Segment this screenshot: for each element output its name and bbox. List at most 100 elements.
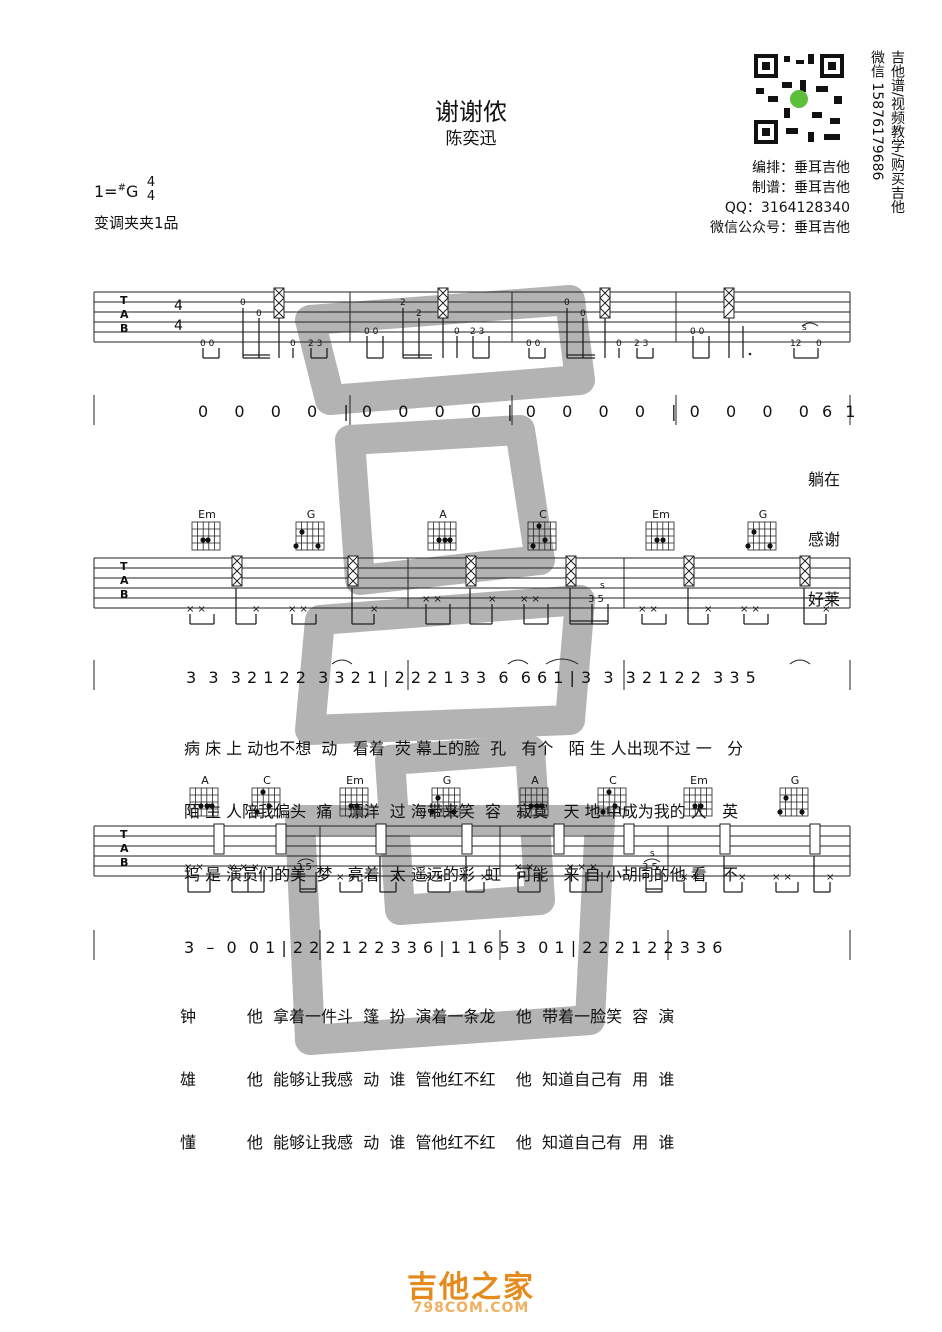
svg-text:×: × <box>826 872 834 883</box>
tab-time-bottom: 4 <box>174 318 183 334</box>
vertical-wechat: 微信 15876179686 <box>869 50 885 181</box>
time-signature: 4 4 <box>144 176 158 204</box>
tab-letters-3: T A B <box>120 828 129 870</box>
svg-text:×: × <box>738 872 746 883</box>
svg-text:0: 0 <box>580 309 586 319</box>
svg-text:× ×: × × <box>422 594 442 605</box>
svg-text:0 0: 0 0 <box>526 339 541 349</box>
chord-label: A <box>531 774 539 787</box>
credit-arranger: 编排：垂耳吉他 <box>752 160 850 176</box>
credit-transcriber: 制谱：垂耳吉他 <box>752 180 850 196</box>
tab-letter-b: B <box>120 856 129 869</box>
tab-letter-t: T <box>120 560 128 573</box>
vertical-services-text: 吉他谱/视频教学/购买吉他 <box>889 50 905 214</box>
vertical-services: 吉他谱/视频教学/购买吉他 <box>888 50 906 213</box>
key-prefix: 1= <box>94 182 118 201</box>
footer-url: 798COM.COM <box>412 1300 530 1316</box>
tab-time-top: 4 <box>174 298 183 314</box>
credit-qq: QQ：3164128340 <box>724 200 850 216</box>
tab-time-signature: 4 4 <box>174 296 183 336</box>
time-bottom: 4 <box>146 189 156 204</box>
svg-text:× ×: × × <box>288 604 308 615</box>
lyric-line-3-1: 钟 他 拿着一件斗 篷 扮 演着一条龙 他 带着一脸笑 容 演 <box>180 1007 675 1026</box>
svg-text:×: × <box>488 594 496 605</box>
chord-label: A <box>439 508 447 521</box>
chord-label: C <box>263 774 271 787</box>
svg-text:s: s <box>650 849 655 859</box>
svg-text:2 3: 2 3 <box>308 339 322 349</box>
svg-text:0: 0 <box>256 309 262 319</box>
numbered-notation-1: 0 0 0 0 | 0 0 0 0 | 0 0 0 0 | 0 0 0 0 6 … <box>198 402 856 421</box>
time-top: 4 <box>146 175 156 190</box>
svg-text:×: × <box>822 604 830 615</box>
chord-label: Em <box>652 508 670 521</box>
svg-text:× ×: × × <box>772 872 792 883</box>
svg-text:2: 2 <box>416 309 422 319</box>
svg-text:×: × <box>252 604 260 615</box>
svg-text:× ×: × × <box>638 604 658 615</box>
chord-label: C <box>539 508 547 521</box>
lyric-line-3-3: 懂 他 能够让我感 动 谁 管他红不红 他 知道自己有 用 谁 <box>180 1133 675 1152</box>
tab-letter-a: A <box>120 842 129 855</box>
svg-text:2 3: 2 3 <box>634 339 648 349</box>
svg-text:×: × <box>480 872 488 883</box>
song-title: 谢谢侬 <box>435 98 507 126</box>
key-note: G <box>125 182 139 201</box>
lyric-line-3-2: 雄 他 能够让我感 动 谁 管他红不红 他 知道自己有 用 谁 <box>180 1070 675 1089</box>
svg-text:s: s <box>802 323 807 333</box>
svg-text:×: × <box>392 872 400 883</box>
watermark-logo <box>285 285 615 1055</box>
svg-text:× ×: × × <box>520 594 540 605</box>
tab-letter-t: T <box>120 828 128 841</box>
chord-label: A <box>201 774 209 787</box>
svg-text:0 0: 0 0 <box>690 327 705 337</box>
qr-code <box>752 52 846 146</box>
lyric-line-1-2: 感谢 <box>808 530 841 549</box>
svg-text:× ×: × × <box>740 604 760 615</box>
credit-wechat-account: 微信公众号：垂耳吉他 <box>710 220 850 236</box>
chord-label: G <box>758 508 768 521</box>
chord-label: Em <box>346 774 364 787</box>
svg-text:0: 0 <box>290 339 296 349</box>
svg-text:0 0: 0 0 <box>200 339 215 349</box>
tab-letters-2: T A B <box>120 560 129 602</box>
chord-label: C <box>609 774 617 787</box>
chord-label: G <box>790 774 800 787</box>
svg-text:× ×: × × <box>336 872 356 883</box>
lyrics-3: 钟 他 拿着一件斗 篷 扮 演着一条龙 他 带着一脸笑 容 演 雄 他 能够让我… <box>180 964 674 1174</box>
tab-letter-b: B <box>120 588 129 601</box>
tab-letter-a: A <box>120 308 129 321</box>
svg-text:3 5: 3 5 <box>296 862 312 873</box>
chord-label: G <box>442 774 452 787</box>
key-signature: 1=#G <box>94 182 138 201</box>
lyrics-1: 躺在 感谢 好莱 <box>808 430 840 630</box>
svg-text:2: 2 <box>400 298 406 308</box>
svg-text:× ×: × × <box>680 872 700 883</box>
lyric-line-2-1: 病 床 上 动也不想 动 看着 荧 幕上的脸 孔 有个 陌 生 人出现不过 一 … <box>184 739 744 758</box>
svg-text:0: 0 <box>816 339 822 349</box>
lyric-line-1-3: 好莱 <box>808 590 841 609</box>
svg-text:× × ×: × × × <box>228 862 260 873</box>
numbered-notation-2: 3 3 3 2 1 2 2 3 3 2 1 | 2 2 2 1 3 3 6 6 … <box>186 668 756 687</box>
vertical-contact: 微信 15876179686 <box>868 50 886 180</box>
numbered-notation-3: 3 – 0 0 1 | 2 2 2 1 2 2 3 3 6 | 1 1 6 5 … <box>184 938 723 957</box>
lyric-line-1-1: 躺在 <box>808 470 841 489</box>
svg-text:12: 12 <box>790 339 801 349</box>
svg-text:0: 0 <box>616 339 622 349</box>
song-artist: 陈奕迅 <box>445 129 497 149</box>
credits-block: 编排：垂耳吉他 制谱：垂耳吉他 QQ：3164128340 微信公众号：垂耳吉他 <box>650 158 850 238</box>
chord-label: G <box>306 508 316 521</box>
svg-text:0: 0 <box>454 327 460 337</box>
svg-text:0: 0 <box>240 298 246 308</box>
svg-text:0: 0 <box>564 298 570 308</box>
tab-letter-t: T <box>120 294 128 307</box>
svg-text:3 5: 3 5 <box>588 594 604 605</box>
tab-letter-a: A <box>120 574 129 587</box>
footer-brand: 吉他之家 <box>407 1270 535 1305</box>
chord-label: Em <box>198 508 216 521</box>
svg-text:×: × <box>370 604 378 615</box>
key-sharp: # <box>117 182 126 194</box>
svg-text:× ×: × × <box>184 862 204 873</box>
